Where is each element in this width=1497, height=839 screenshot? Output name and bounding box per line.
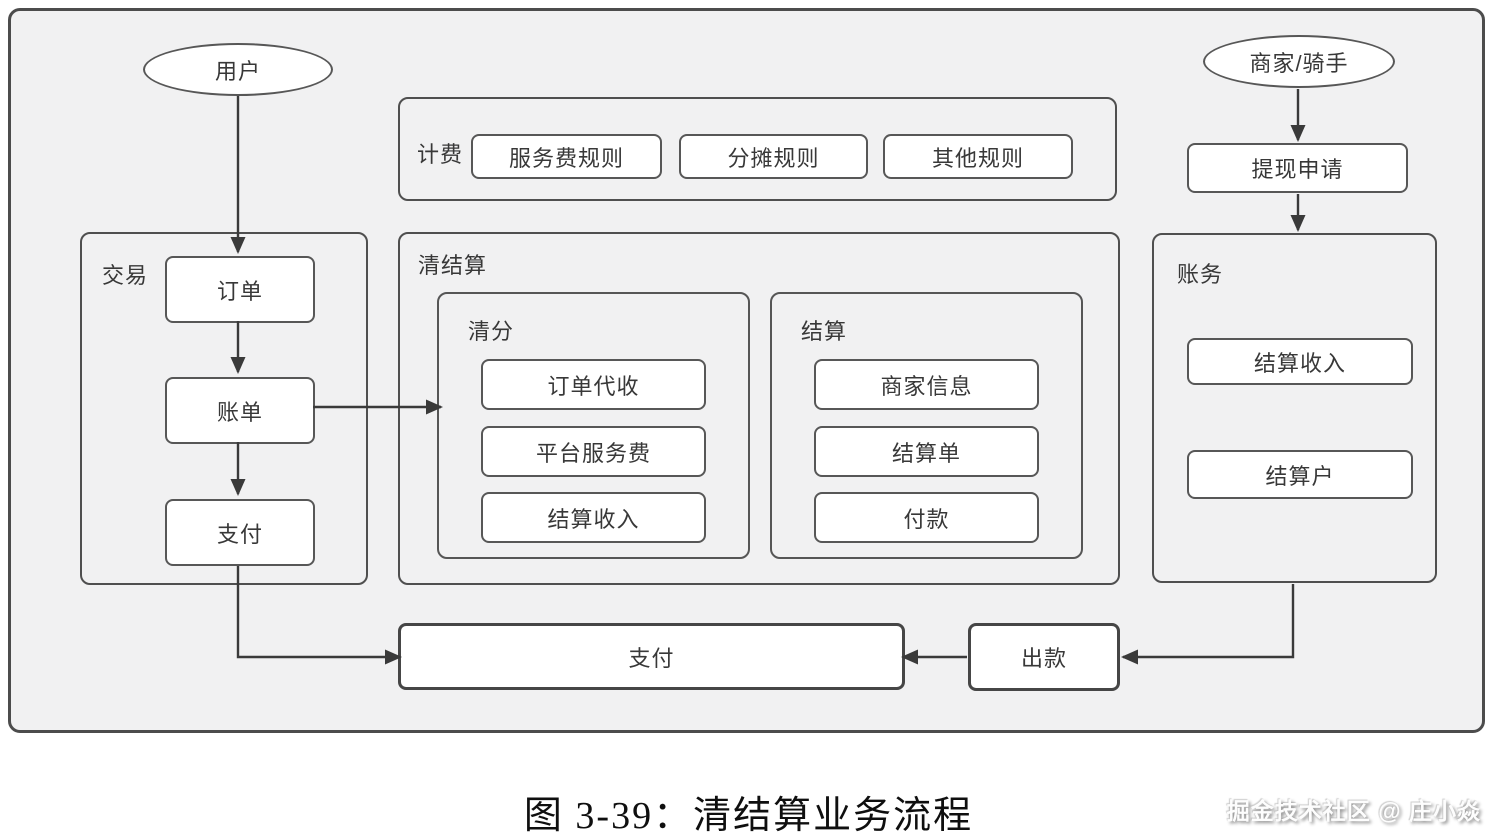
node-payment-gateway: 支付 (398, 623, 905, 690)
node-order-collection: 订单代收 (481, 359, 706, 410)
group-accounting: 账务 结算收入 结算户 (1152, 233, 1437, 583)
node-platform-service-fee: 平台服务费 (481, 426, 706, 477)
watermark-text: 掘金技术社区 @ 庄小焱 (1226, 798, 1481, 824)
node-settlement-account-label: 结算户 (1265, 463, 1335, 489)
node-payment-item-label: 付款 (903, 506, 950, 532)
node-withdraw-request: 提现申请 (1187, 143, 1408, 193)
node-apportion-rule-label: 分摊规则 (727, 145, 820, 171)
subgroup-clearing: 清分 订单代收 平台服务费 结算收入 (437, 292, 750, 559)
node-order: 订单 (165, 256, 315, 323)
figure-caption: 图 3-39：清结算业务流程 (523, 795, 974, 837)
node-clearing-settle-income-label: 结算收入 (547, 506, 640, 532)
subgroup-settlement: 结算 商家信息 结算单 付款 (770, 292, 1083, 559)
node-platform-service-fee-label: 平台服务费 (535, 440, 651, 466)
node-other-rule: 其他规则 (883, 134, 1073, 179)
node-apportion-rule: 分摊规则 (679, 134, 868, 179)
node-settle-income-account-label: 结算收入 (1253, 350, 1346, 376)
node-other-rule-label: 其他规则 (931, 145, 1024, 171)
group-clearing-settlement-label: 清结算 (418, 253, 488, 278)
node-service-fee-rule-label: 服务费规则 (508, 145, 624, 171)
node-trade-pay-label: 支付 (216, 521, 263, 547)
subgroup-settlement-label: 结算 (801, 319, 848, 344)
subgroup-clearing-label: 清分 (468, 319, 515, 344)
node-withdraw-request-label: 提现申请 (1251, 157, 1344, 182)
node-merchant-info-label: 商家信息 (880, 373, 973, 399)
node-merchant-rider: 商家/骑手 (1203, 35, 1395, 88)
node-settle-income-account: 结算收入 (1187, 338, 1413, 385)
node-bill: 账单 (165, 377, 315, 444)
node-clearing-settle-income: 结算收入 (481, 492, 706, 543)
node-bill-label: 账单 (216, 399, 263, 425)
group-trade: 交易 订单 账单 支付 (80, 232, 368, 585)
node-merchant-rider-label: 商家/骑手 (1249, 50, 1349, 76)
node-order-label: 订单 (216, 278, 263, 304)
node-service-fee-rule: 服务费规则 (471, 134, 662, 179)
node-payout-label: 出款 (1020, 646, 1067, 671)
node-order-collection-label: 订单代收 (547, 373, 640, 399)
node-settlement-sheet-label: 结算单 (891, 440, 961, 466)
group-accounting-label: 账务 (1177, 262, 1224, 287)
node-payment-item: 付款 (814, 492, 1039, 543)
group-trade-label: 交易 (102, 263, 149, 288)
group-billing: 计费 服务费规则 分摊规则 其他规则 (398, 97, 1117, 201)
group-billing-label: 计费 (417, 142, 464, 167)
node-settlement-account: 结算户 (1187, 450, 1413, 499)
node-payment-gateway-label: 支付 (628, 645, 675, 671)
group-clearing-settlement: 清结算 清分 订单代收 平台服务费 结算收入 结算 商家信息 结算单 付款 (398, 232, 1120, 585)
node-user: 用户 (143, 43, 333, 96)
node-user-label: 用户 (214, 58, 261, 84)
node-merchant-info: 商家信息 (814, 359, 1039, 410)
node-payout: 出款 (968, 623, 1120, 691)
node-trade-pay: 支付 (165, 499, 315, 566)
node-settlement-sheet: 结算单 (814, 426, 1039, 477)
